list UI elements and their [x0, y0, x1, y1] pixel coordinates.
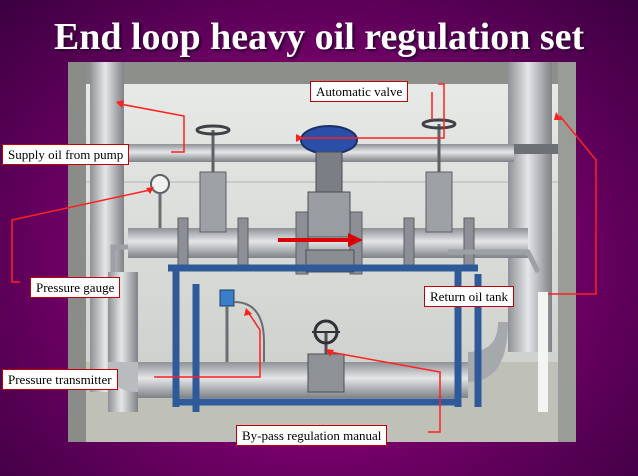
- callout-line-automatic-valve: [300, 83, 445, 139]
- callout-line-pressure-gauge: [11, 189, 151, 283]
- callout-line-bypass: [329, 351, 441, 433]
- label-pressure-gauge: Pressure gauge: [30, 277, 121, 298]
- label-automatic-valve: Automatic valve: [310, 81, 409, 102]
- slide-title: End loop heavy oil regulation set: [53, 16, 585, 58]
- label-pressure-transmitter: Pressure transmitter: [2, 369, 118, 390]
- label-supply-oil: Supply oil from pump: [2, 144, 130, 165]
- label-bypass-regulation: By-pass regulation manual: [236, 425, 388, 446]
- label-return-oil-tank: Return oil tank: [424, 286, 514, 307]
- callout-line-supply-oil: [119, 103, 185, 153]
- callout-line-return-oil: [548, 115, 597, 295]
- callout-line-pressure-transmitter: [154, 311, 261, 378]
